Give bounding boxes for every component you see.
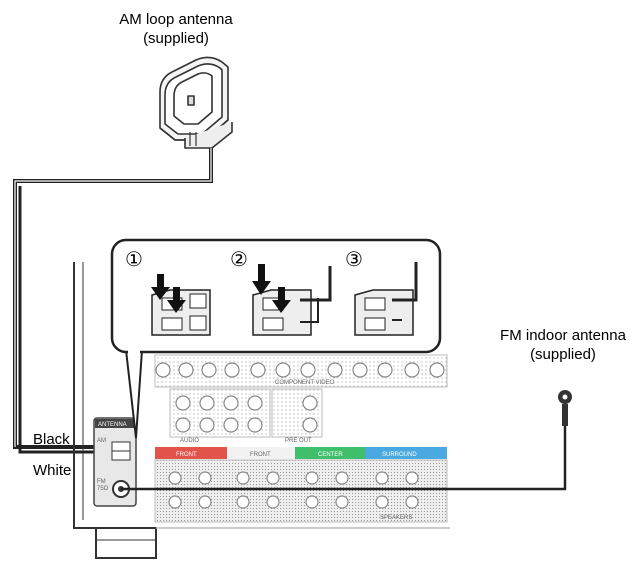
am-antenna-wire-2 xyxy=(18,186,113,454)
fm-antenna-wire xyxy=(121,423,567,491)
fm-indoor-antenna-icon xyxy=(558,390,572,426)
center-label: CENTER xyxy=(318,452,343,458)
front-label: FRONT xyxy=(176,452,197,458)
front2-label: FRONT xyxy=(250,452,271,458)
component-video-label: COMPONENT VIDEO xyxy=(275,380,335,386)
center-color-strip xyxy=(295,447,365,459)
black-wire-label: Black xyxy=(33,431,70,448)
fm-terminal-label-1: FM xyxy=(97,479,106,485)
am-antenna-label: AM loop antenna (supplied) xyxy=(76,10,276,48)
audio-label: AUDIO xyxy=(180,438,199,444)
fm-antenna-label-line1: FM indoor antenna xyxy=(500,327,626,344)
am-terminal-label: AM xyxy=(97,438,106,444)
antenna-terminal: ANTENNA AM FM 75Ω xyxy=(93,417,137,507)
white-wire-label: White xyxy=(33,462,72,479)
surround-color-strip xyxy=(365,447,447,459)
front-color-strip xyxy=(155,447,227,459)
am-antenna-label-line2: (supplied) xyxy=(143,30,209,47)
step-3-terminal xyxy=(354,262,418,336)
antenna-title: ANTENNA xyxy=(98,422,127,428)
step-2-marker: ② xyxy=(230,247,248,271)
pre-out-label: PRE OUT xyxy=(285,438,312,444)
am-antenna-label-line1: AM loop antenna xyxy=(119,11,233,28)
fm-antenna-label: FM indoor antenna (supplied) xyxy=(478,326,642,364)
am-loop-antenna-icon xyxy=(159,56,233,149)
fm-terminal-label-2: 75Ω xyxy=(97,486,109,492)
surround-label: SURROUND xyxy=(382,452,417,458)
antenna-header-bar xyxy=(95,419,135,428)
step-1-marker: ① xyxy=(125,247,143,271)
speakers-label: SPEAKERS xyxy=(380,515,412,521)
step-1-press-arrow-icon xyxy=(151,274,186,313)
fm-antenna-label-line2: (supplied) xyxy=(530,346,596,363)
step-2-press-arrow-icon xyxy=(252,264,291,313)
receiver-back-panel: AUDIO PRE OUT COMPONENT VIDEO FRONT FRON… xyxy=(73,262,450,559)
step-3-marker: ③ xyxy=(345,247,363,271)
